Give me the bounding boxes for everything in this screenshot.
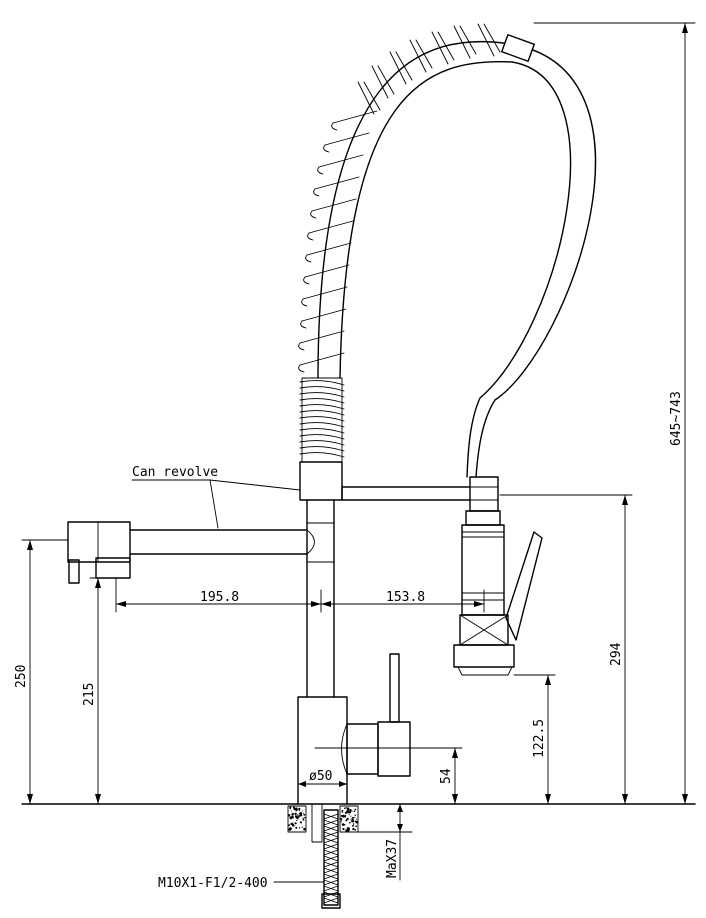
spray-head bbox=[453, 476, 543, 676]
supply-hoses bbox=[311, 803, 341, 909]
dim-max-deck: MaX37 bbox=[385, 839, 400, 878]
dimension-arrowheads bbox=[27, 23, 688, 832]
flex-hose bbox=[298, 23, 597, 478]
dim-base-diameter: ø50 bbox=[309, 769, 332, 784]
dim-handle-height: 54 bbox=[439, 768, 454, 784]
label-can-revolve: Can revolve bbox=[132, 465, 218, 480]
faucet-body bbox=[297, 461, 411, 805]
dim-spray-outlet-height: 122.5 bbox=[532, 719, 547, 758]
spray-holder-arm bbox=[341, 486, 471, 501]
dim-reach-right: 153.8 bbox=[386, 590, 425, 605]
spout-left bbox=[67, 521, 315, 584]
dimension-lines bbox=[21, 22, 696, 883]
dim-spray-height: 294 bbox=[609, 642, 624, 666]
dim-spout-height: 250 bbox=[14, 665, 29, 688]
deck-section bbox=[287, 805, 359, 833]
label-connector: M10X1-F1/2-400 bbox=[158, 876, 268, 891]
dim-overall-height: 645~743 bbox=[669, 391, 684, 446]
dim-reach-left: 195.8 bbox=[200, 590, 239, 605]
spring-coil bbox=[299, 377, 345, 463]
dim-outlet-height: 215 bbox=[82, 683, 97, 706]
